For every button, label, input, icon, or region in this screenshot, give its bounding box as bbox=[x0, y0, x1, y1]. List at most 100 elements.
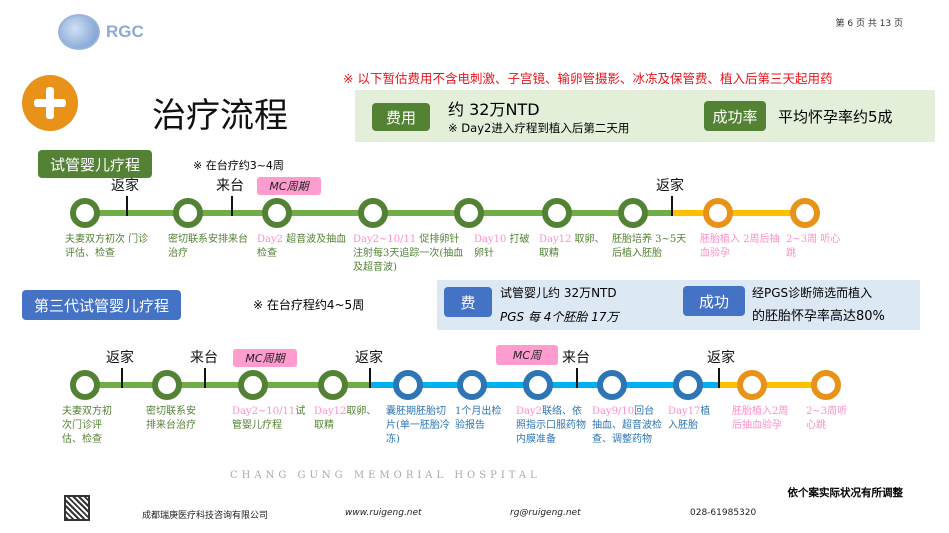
step-text: 胚胎培养 3~5天后植入胚胎 bbox=[612, 234, 687, 259]
pgs-step-label: 夫妻双方初次门诊评估、检查 bbox=[62, 405, 120, 447]
step-text: 植入胚胎 bbox=[668, 406, 711, 431]
step-day: Day2 bbox=[516, 406, 542, 417]
pgs-step-label: 囊胚期胚胎切片(单一胚胎冷冻) bbox=[386, 405, 450, 447]
pgs-step-node bbox=[152, 370, 182, 400]
pgs-step-label: Day17植入胚胎 bbox=[668, 405, 716, 433]
ivf-step-label: 胚胎植入 2周后抽血验孕 bbox=[700, 233, 784, 261]
ivf-step-node bbox=[173, 198, 203, 228]
ivf-line-segment bbox=[672, 210, 805, 216]
pgs-step-node bbox=[673, 370, 703, 400]
ivf-marker-label: 返家 bbox=[111, 178, 139, 194]
fee-note: ※ Day2进入疗程到植入后第二天用 bbox=[448, 121, 630, 135]
step-day: Day17 bbox=[668, 406, 701, 417]
step-day: Day2~10/11 bbox=[353, 234, 417, 245]
ivf-step-label: Day2~10/11 促排卵针注射每3天追踪一次(抽血及超音波) bbox=[353, 233, 468, 275]
hospital-watermark: CHANG GUNG MEMORIAL HOSPITAL bbox=[230, 470, 541, 481]
step-text: 促排卵针注射每3天追踪一次(抽血及超音波) bbox=[353, 234, 464, 273]
fee-label: 费用 bbox=[372, 103, 430, 131]
pgs-step-node bbox=[238, 370, 268, 400]
pgs-fee-2: PGS 每 4个胚胎 17万 bbox=[500, 310, 619, 324]
footer-website[interactable]: www.ruigeng.net bbox=[345, 508, 422, 518]
step-text: 夫妻双方初次门诊评估、检查 bbox=[62, 406, 112, 445]
step-text: 密切联系安排来台治疗 bbox=[168, 234, 248, 259]
ivf-section-title: 试管婴儿疗程 bbox=[38, 150, 153, 178]
pgs-marker-tick bbox=[204, 368, 206, 388]
step-text: 联络、依照指示口服药物内膜准备 bbox=[516, 406, 586, 445]
step-text: 夫妻双方初次 门诊 评估、检查 bbox=[65, 234, 149, 259]
pgs-step-node bbox=[70, 370, 100, 400]
step-text: 试管婴儿疗程 bbox=[232, 406, 306, 431]
step-day: Day12 bbox=[314, 406, 347, 417]
pgs-marker-label: 返家 bbox=[106, 350, 134, 366]
pgs-step-label: 2~3周听心跳 bbox=[806, 405, 851, 433]
ivf-step-label: 夫妻双方初次 门诊 评估、检查 bbox=[65, 233, 159, 261]
pgs-line-segment bbox=[719, 382, 826, 388]
footer-phone: 028-61985320 bbox=[690, 508, 757, 518]
step-text: 胚胎植入 2周后抽血验孕 bbox=[700, 234, 780, 259]
page-number: 第 6 页 共 13 页 bbox=[835, 19, 903, 29]
page-title: 治疗流程 bbox=[152, 96, 288, 136]
step-day: Day2~10/11 bbox=[232, 406, 296, 417]
pgs-mc-cycle-badge: MC周期 bbox=[233, 349, 297, 367]
pgs-success-label: 成功 bbox=[683, 286, 745, 316]
ivf-step-node bbox=[454, 198, 484, 228]
fee-notice: ※ 以下暂估费用不含电刺激、子宫镜、输卵管摄影、冰冻及保管费、植入后第三天起用药 bbox=[343, 71, 833, 86]
pgs-step-node bbox=[393, 370, 423, 400]
pgs-line-segment bbox=[85, 382, 370, 388]
ivf-step-node bbox=[703, 198, 733, 228]
pgs-step-label: 密切联系安排来台治疗 bbox=[146, 405, 204, 433]
pgs-step-node bbox=[457, 370, 487, 400]
plus-icon bbox=[22, 75, 78, 131]
step-day: Day2 bbox=[257, 234, 283, 245]
ivf-step-node bbox=[542, 198, 572, 228]
adjust-note: 依个案实际状况有所调整 bbox=[787, 487, 904, 499]
ivf-step-label: Day10 打破卵针 bbox=[474, 233, 532, 261]
pgs-step-label: 1个月出检验报告 bbox=[455, 405, 511, 433]
qr-code-icon bbox=[64, 495, 90, 521]
footer-email[interactable]: rg@ruigeng.net bbox=[510, 508, 581, 518]
pgs-step-label: Day9/10回台抽血、超音波检查、调整药物 bbox=[592, 405, 662, 447]
pgs-step-label: 胚胎植入2周后抽血验孕 bbox=[732, 405, 794, 433]
success-label: 成功率 bbox=[704, 101, 766, 131]
ivf-marker-tick bbox=[671, 196, 673, 216]
ivf-step-label: 胚胎培养 3~5天后植入胚胎 bbox=[612, 233, 694, 261]
ivf-marker-label: 返家 bbox=[656, 178, 684, 194]
pgs-fee-panel bbox=[437, 280, 920, 330]
step-text: 取卵、取精 bbox=[539, 234, 605, 259]
success-rate: 平均怀孕率约5成 bbox=[778, 108, 893, 126]
ivf-marker-label: 来台 bbox=[216, 178, 244, 194]
step-text: 打破卵针 bbox=[474, 234, 530, 259]
ivf-step-node bbox=[70, 198, 100, 228]
pgs-step-node bbox=[318, 370, 348, 400]
logo: RGC bbox=[106, 22, 144, 41]
ivf-step-node bbox=[262, 198, 292, 228]
pgs-fee-1: 试管婴儿约 32万NTD bbox=[500, 286, 617, 300]
footer-company: 成都瑞庚医疗科技咨询有限公司 bbox=[142, 511, 269, 521]
step-day: Day10 bbox=[474, 234, 507, 245]
pgs-marker-label: 来台 bbox=[190, 350, 218, 366]
ivf-duration: ※ 在台疗约3~4周 bbox=[193, 159, 284, 172]
pgs-success-2: 的胚胎怀孕率高达80% bbox=[752, 309, 885, 324]
pgs-step-node bbox=[737, 370, 767, 400]
pgs-mc-badge-2: MC周 bbox=[496, 345, 558, 365]
pgs-marker-tick bbox=[576, 368, 578, 388]
pgs-marker-label: 返家 bbox=[707, 350, 735, 366]
ivf-step-label: Day2 超音波及抽血检查 bbox=[257, 233, 347, 261]
logo-globe-icon bbox=[58, 14, 100, 50]
ivf-marker-tick bbox=[231, 196, 233, 216]
pgs-step-node bbox=[597, 370, 627, 400]
pgs-step-label: Day2联络、依照指示口服药物内膜准备 bbox=[516, 405, 586, 447]
ivf-step-node bbox=[790, 198, 820, 228]
pgs-success-1: 经PGS诊断筛选而植入 bbox=[752, 286, 873, 300]
pgs-step-node bbox=[811, 370, 841, 400]
pgs-step-label: Day2~10/11试管婴儿疗程 bbox=[232, 405, 308, 433]
step-text: 2~3周 听心跳 bbox=[786, 234, 841, 259]
step-text: 超音波及抽血检查 bbox=[257, 234, 347, 259]
ivf-step-node bbox=[358, 198, 388, 228]
step-day: Day9/10 bbox=[592, 406, 635, 417]
step-text: 胚胎植入2周后抽血验孕 bbox=[732, 406, 789, 431]
ivf-step-node bbox=[618, 198, 648, 228]
fee-panel bbox=[355, 90, 935, 142]
mc-cycle-badge: MC周期 bbox=[257, 177, 321, 195]
step-text: 取卵、取精 bbox=[314, 406, 377, 431]
